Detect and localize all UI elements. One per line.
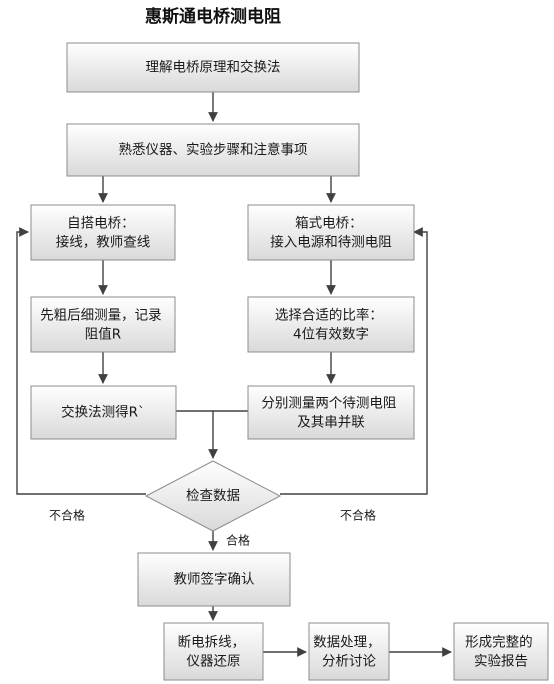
node-check-text: 检查数据 [186,488,240,504]
node-process-text: 数据处理， 分析讨论 [313,635,385,670]
node-check: 检查数据 [144,460,282,532]
node-report-text: 形成完整的 实验报告 [465,635,537,670]
loop-fail-right [280,227,428,495]
node-disconnect-text: 断电拆线， 仪器还原 [178,635,250,670]
node-measure-two: 分别测量两个待测电阻 及其串并联 [247,385,415,440]
node-coarse-fine: 先粗后细测量，记录 阻值R [30,296,176,353]
loop-fail-left [16,227,146,495]
node-teacher-sign-text: 教师签字确认 [174,571,255,588]
node-measure-two-text: 分别测量两个待测电阻 及其串并联 [261,396,400,431]
node-teacher-sign: 教师签字确认 [137,552,291,607]
node-familiarize: 熟悉仪器、实验步骤和注意事项 [66,123,360,177]
node-exchange: 交换法测得R` [30,385,177,440]
node-box-bridge-text: 箱式电桥： 接入电源和待测电阻 [270,216,392,251]
node-box-bridge: 箱式电桥： 接入电源和待测电阻 [247,204,415,261]
node-understand: 理解电桥原理和交换法 [66,42,360,93]
edge-label-fail-left: 不合格 [49,508,85,523]
edge-label-fail-right: 不合格 [340,508,376,523]
node-report: 形成完整的 实验报告 [453,622,549,681]
node-exchange-text: 交换法测得R` [61,404,145,421]
diagram-title: 惠斯通电桥测电阻 [145,6,281,27]
node-self-bridge: 自搭电桥： 接线，教师查线 [30,204,176,261]
node-self-bridge-text: 自搭电桥： 接线，教师查线 [56,216,151,251]
node-understand-text: 理解电桥原理和交换法 [146,59,281,76]
connectors [16,92,452,657]
node-process: 数据处理， 分析讨论 [308,622,390,681]
node-disconnect: 断电拆线， 仪器还原 [163,622,264,681]
node-choose-ratio: 选择合适的比率： 4位有效数字 [247,296,415,353]
edge-label-pass: 合格 [226,533,250,548]
node-coarse-fine-text: 先粗后细测量，记录 阻值R [40,308,166,343]
node-choose-ratio-text: 选择合适的比率： 4位有效数字 [275,307,387,343]
node-familiarize-text: 熟悉仪器、实验步骤和注意事项 [119,141,308,158]
